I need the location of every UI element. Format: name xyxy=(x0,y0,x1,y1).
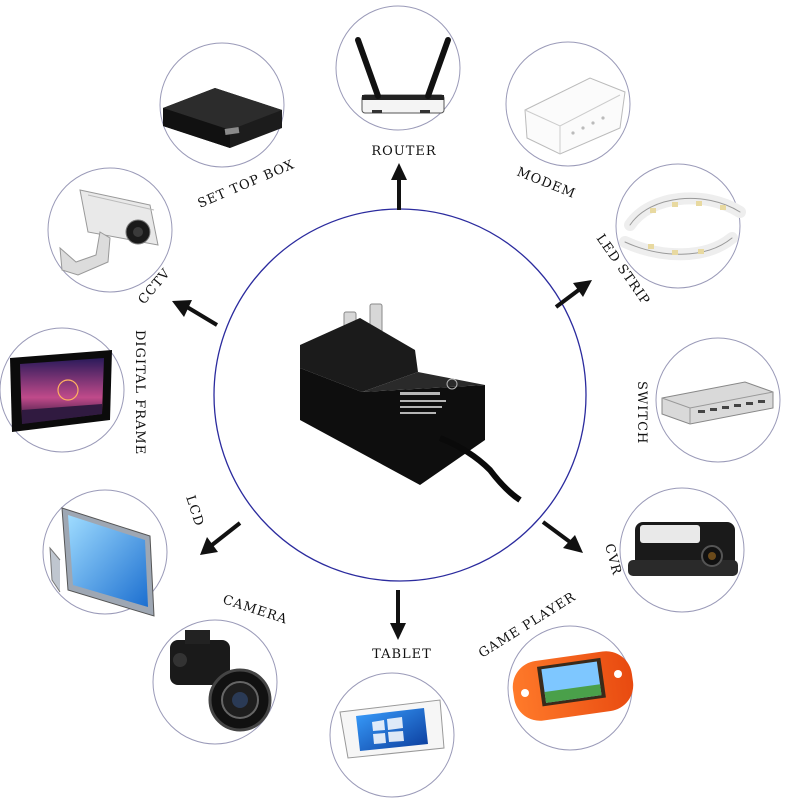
power-adapter-icon xyxy=(300,303,522,503)
label-digital-frame: DIGITAL FRAME xyxy=(132,330,147,455)
arrow-lcd xyxy=(200,521,242,555)
arrow-tablet xyxy=(390,590,406,640)
led-strip-icon xyxy=(619,192,746,261)
connection-arrows xyxy=(172,163,592,640)
modem-icon xyxy=(524,77,626,155)
dash-cam-icon xyxy=(628,522,738,576)
lcd-monitor-icon xyxy=(49,507,155,617)
network-switch-icon xyxy=(661,381,774,425)
label-router: ROUTER xyxy=(371,144,437,159)
tablet-icon xyxy=(339,699,445,759)
label-lcd: LCD xyxy=(182,494,206,529)
label-modem: MODEM xyxy=(515,165,578,202)
label-tablet: TABLET xyxy=(372,647,432,662)
camera-icon xyxy=(170,630,272,732)
arrow-router xyxy=(391,163,407,210)
handheld-console-icon xyxy=(512,651,634,721)
router-icon xyxy=(355,37,451,114)
arrow-cctv xyxy=(172,300,219,327)
set-top-box-icon xyxy=(163,88,282,148)
digital-frame-icon xyxy=(10,350,112,432)
arrow-cvr xyxy=(541,520,583,553)
cctv-camera-icon xyxy=(59,189,159,276)
label-switch: SWITCH xyxy=(634,381,649,444)
arrow-led-strip xyxy=(554,280,592,309)
